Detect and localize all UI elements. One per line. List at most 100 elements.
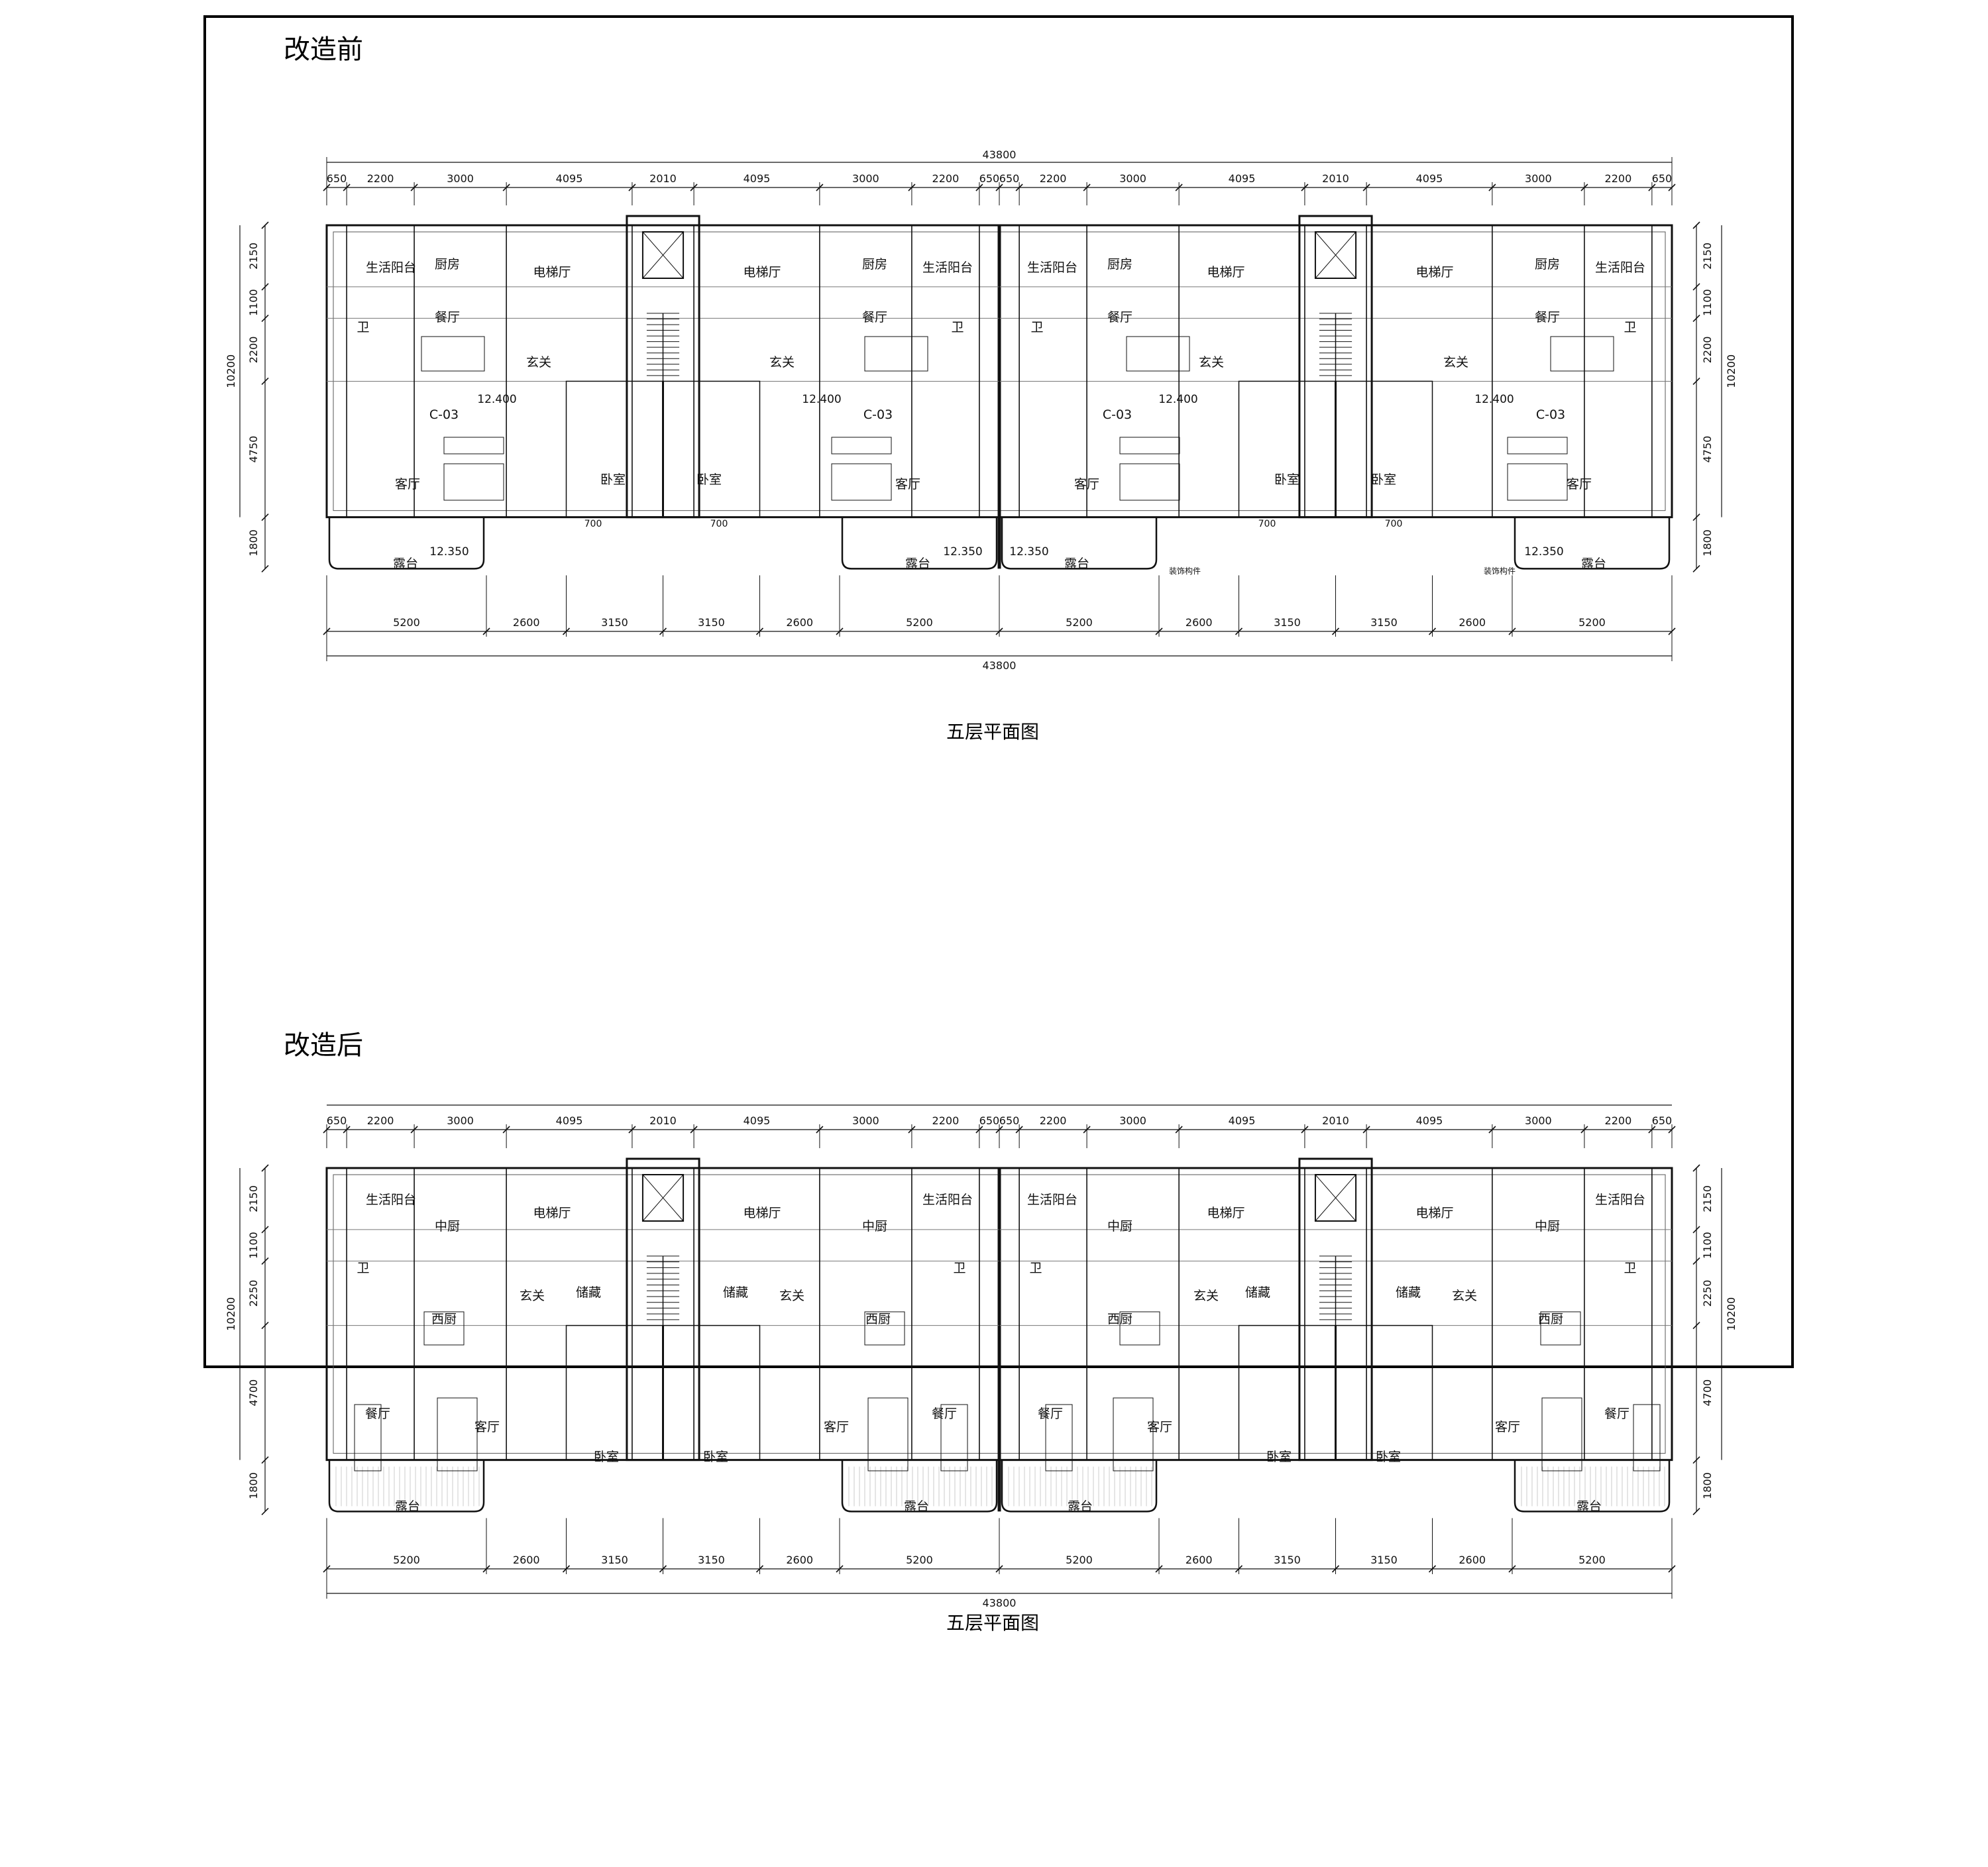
- side-dim-label: 1100: [247, 289, 260, 316]
- furniture: [940, 1404, 968, 1471]
- room-label-elevator_hall: 电梯厅: [533, 1206, 571, 1220]
- top-dim-label: 2200: [1040, 172, 1067, 185]
- dim-slash: [1488, 184, 1496, 191]
- room-label-storage: 储藏: [1396, 1285, 1421, 1300]
- dim-slash: [995, 1565, 1003, 1573]
- room-label-chinese_kitchen: 中厨: [862, 1219, 887, 1234]
- room-label-living: 客厅: [824, 1420, 849, 1434]
- furniture: [437, 1397, 478, 1471]
- level-mark: 12.350: [429, 545, 469, 559]
- dim-slash: [410, 1126, 418, 1134]
- dim-slash: [1668, 1126, 1676, 1134]
- door-dim: 700: [584, 519, 602, 529]
- room-label-chinese_kitchen: 中厨: [1535, 1219, 1560, 1234]
- room-label-unit_type: C-03: [1103, 407, 1132, 422]
- room-label-kitchen: 厨房: [435, 257, 460, 272]
- level-mark: 12.400: [1474, 393, 1514, 406]
- room-label-living: 客厅: [1147, 1420, 1172, 1434]
- dim-slash: [1692, 1164, 1700, 1172]
- dim-slash: [836, 1565, 844, 1573]
- bottom-dim-label: 5200: [1578, 616, 1606, 629]
- door-dim: 700: [710, 519, 728, 529]
- door-dim: 700: [1258, 519, 1276, 529]
- elevator-x: [642, 231, 684, 279]
- top-dim-label: 3000: [1525, 1114, 1552, 1127]
- dim-slash: [261, 564, 269, 572]
- dim-slash: [1692, 1456, 1700, 1464]
- room-label-dining: 餐厅: [365, 1407, 390, 1421]
- dim-slash: [1428, 627, 1437, 635]
- room-label-elevator_hall: 电梯厅: [533, 265, 571, 280]
- room-label-bedroom: 卧室: [1274, 472, 1299, 487]
- room-label-terrace: 露台: [393, 557, 418, 571]
- room-label-kitchen: 厨房: [862, 257, 887, 272]
- side-dim-label: 2150: [1701, 242, 1714, 270]
- top-dim-label: 4095: [1229, 172, 1256, 185]
- dim-slash: [995, 1126, 1003, 1134]
- dim-slash: [1648, 1126, 1656, 1134]
- dim-slash: [1083, 1126, 1091, 1134]
- room-label-bedroom: 卧室: [600, 472, 626, 487]
- dim-slash: [908, 1126, 916, 1134]
- top-dim-label: 650: [1652, 172, 1673, 185]
- dim-slash: [261, 314, 269, 322]
- dim-slash: [975, 184, 983, 191]
- room-label-kitchen: 厨房: [1535, 257, 1560, 272]
- top-dim-label: 4095: [1229, 1114, 1256, 1127]
- level-mark: 12.400: [802, 393, 841, 406]
- furniture: [831, 437, 892, 454]
- dim-slash: [1015, 184, 1023, 191]
- top-dim-label: 2010: [649, 1114, 677, 1127]
- top-dim-label: 2200: [1040, 1114, 1067, 1127]
- dim-slash: [1301, 1126, 1309, 1134]
- dim-slash: [1362, 1126, 1370, 1134]
- dim-slash: [628, 184, 636, 191]
- room-label-bath: 卫: [1029, 1261, 1042, 1275]
- side-dim-label: 1800: [1701, 529, 1714, 557]
- top-dim-label: 650: [999, 172, 1020, 185]
- bottom-dim-label: 3150: [1274, 1554, 1301, 1566]
- dim-slash: [1015, 1126, 1023, 1134]
- dim-slash: [410, 184, 418, 191]
- elevator-x: [642, 1174, 684, 1222]
- room-label-dining: 餐厅: [862, 310, 887, 325]
- room-label-western_kitchen: 西厨: [865, 1312, 891, 1326]
- dim-slash: [1235, 1565, 1243, 1573]
- dim-slash: [261, 283, 269, 291]
- top-dim-label: 3000: [852, 172, 879, 185]
- side-dim-label: 4700: [1701, 1379, 1714, 1407]
- room-label-foyer: 玄关: [520, 1289, 545, 1303]
- top-dim-label: 4095: [556, 1114, 583, 1127]
- terrace-outline: [328, 1460, 485, 1513]
- level-mark: 12.350: [1009, 545, 1048, 559]
- bottom-dim-label: 2600: [513, 616, 540, 629]
- room-label-balcony: 生活阳台: [1595, 1193, 1645, 1207]
- dim-slash: [1692, 564, 1700, 572]
- bottom-dim-label: 2600: [1459, 1554, 1486, 1566]
- top-dim-label: 650: [999, 1114, 1020, 1127]
- dim-slash: [755, 627, 764, 635]
- room-label-terrace: 露台: [904, 1499, 929, 1514]
- dim-slash: [562, 627, 571, 635]
- depth-dim-label: 10200: [225, 1297, 237, 1331]
- room-label-western_kitchen: 西厨: [431, 1312, 457, 1326]
- side-dim-label: 1100: [247, 1232, 260, 1259]
- furniture: [1119, 1311, 1160, 1346]
- dim-slash: [1692, 314, 1700, 322]
- dim-slash: [1155, 627, 1163, 635]
- room-label-balcony: 生活阳台: [366, 1193, 416, 1207]
- dim-slash: [1301, 184, 1309, 191]
- dim-slash: [343, 184, 351, 191]
- bottom-dim-label: 2600: [1186, 616, 1213, 629]
- elevator-x: [1315, 1174, 1356, 1222]
- dim-slash: [995, 627, 1003, 635]
- elevator-shaft: [1314, 1174, 1357, 1222]
- dim-slash: [261, 1164, 269, 1172]
- decor-label: 装饰构件: [1169, 566, 1201, 576]
- side-dim-label: 2200: [1701, 337, 1714, 364]
- room-label-dining: 餐厅: [1604, 1407, 1629, 1421]
- top-dim-label: 2200: [367, 172, 394, 185]
- side-dim-label: 4700: [247, 1379, 260, 1407]
